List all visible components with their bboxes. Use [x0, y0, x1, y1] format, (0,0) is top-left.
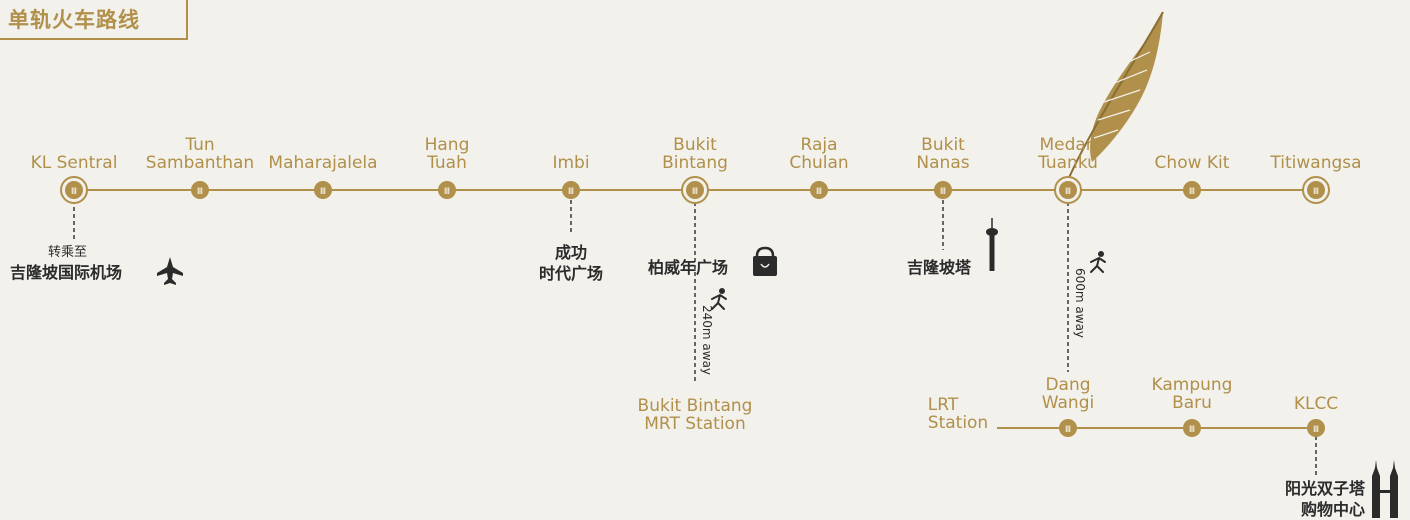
- station-label-line: Raja: [800, 135, 838, 155]
- station-label-line: Titiwangsa: [1270, 153, 1362, 173]
- station-marker-medan-tuanku[interactable]: Ⅲ: [1054, 176, 1082, 204]
- station-label-line: KLCC: [1293, 394, 1339, 414]
- station-marker-imbi[interactable]: Ⅲ: [562, 181, 580, 199]
- distance-label-bukit-bintang: 240m away: [700, 305, 714, 376]
- feather-icon: [1067, 11, 1164, 181]
- title-box: 单轨火车路线: [0, 0, 188, 40]
- station-label-bukit-nanas: Bukit Nanas: [916, 136, 969, 172]
- lrt-label-line: Station: [927, 413, 989, 433]
- station-label-kl-sentral: KL Sentral: [31, 154, 118, 172]
- walking-icon-medan-tuanku: [1090, 251, 1106, 273]
- station-label-medan-tuanku: Medan Tuanku: [1038, 136, 1098, 172]
- svg-text:Ⅲ: Ⅲ: [1065, 187, 1071, 197]
- svg-text:Ⅲ: Ⅲ: [320, 187, 326, 197]
- station-label-line: Imbi: [552, 153, 590, 173]
- lrt-label-line: LRT: [927, 395, 959, 415]
- times-square-line: 时代广场: [538, 264, 603, 283]
- station-label-line: Sambanthan: [145, 153, 255, 173]
- bukit-bintang-mrt-label: Bukit Bintang MRT Station: [638, 397, 753, 433]
- station-label-line: Bintang: [662, 153, 728, 173]
- station-label-hang-tuah: Hang Tuah: [425, 136, 470, 172]
- station-label-line: Bukit: [921, 135, 965, 155]
- station-label-tun-sambanthan: Tun Sambanthan: [146, 136, 254, 172]
- svg-text:Ⅲ: Ⅲ: [1189, 187, 1195, 197]
- station-label-maharajalela: Maharajalela: [268, 154, 377, 172]
- klcc-mall-line: 购物中心: [1300, 500, 1365, 519]
- station-label-line: Baru: [1172, 393, 1212, 413]
- airport-name: 吉隆坡国际机场: [10, 263, 123, 282]
- airplane-icon: [157, 257, 183, 285]
- svg-text:Ⅲ: Ⅲ: [1313, 425, 1319, 435]
- station-label-line: Dang: [1045, 375, 1091, 395]
- station-marker-hang-tuah[interactable]: Ⅲ: [438, 181, 456, 199]
- shopping-bag-icon: [753, 246, 777, 276]
- station-label-line: Tuah: [427, 153, 467, 173]
- times-square-line: 成功: [554, 243, 587, 262]
- station-marker-kl-sentral[interactable]: Ⅲ: [60, 176, 88, 204]
- klcc-mall-label: 阳光双子塔 购物中心: [1285, 478, 1365, 520]
- station-marker-raja-chulan[interactable]: Ⅲ: [810, 181, 828, 199]
- klcc-mall-line: 阳光双子塔: [1285, 479, 1366, 498]
- station-marker-tun-sambanthan[interactable]: Ⅲ: [191, 181, 209, 199]
- station-label-kampung-baru: Kampung Baru: [1152, 376, 1233, 412]
- tower-icon: [986, 218, 998, 271]
- station-label-line: Nanas: [916, 153, 970, 173]
- kl-tower-label: 吉隆坡塔: [907, 258, 972, 277]
- station-marker-bukit-nanas[interactable]: Ⅲ: [934, 181, 952, 199]
- station-label-dang-wangi: Dang Wangi: [1042, 376, 1094, 412]
- svg-text:Ⅲ: Ⅲ: [1313, 187, 1319, 197]
- airport-prefix: 转乘至: [48, 245, 88, 260]
- station-label-raja-chulan: Raja Chulan: [789, 136, 848, 172]
- distance-label-medan-tuanku: 600m away: [1073, 268, 1087, 339]
- twin-towers-icon: [1372, 460, 1398, 518]
- station-label-line: Tun: [185, 135, 215, 155]
- svg-text:Ⅲ: Ⅲ: [444, 187, 450, 197]
- station-marker-bukit-bintang[interactable]: Ⅲ: [681, 176, 709, 204]
- station-marker-kampung-baru[interactable]: Ⅲ: [1183, 419, 1201, 437]
- station-marker-maharajalela[interactable]: Ⅲ: [314, 181, 332, 199]
- svg-text:Ⅲ: Ⅲ: [692, 187, 698, 197]
- station-marker-chow-kit[interactable]: Ⅲ: [1183, 181, 1201, 199]
- station-label-line: Bukit: [673, 135, 717, 155]
- station-label-line: Hang: [424, 135, 470, 155]
- station-label-line: Chulan: [789, 153, 849, 173]
- station-label-line: Medan: [1039, 135, 1097, 155]
- svg-text:Ⅲ: Ⅲ: [71, 187, 77, 197]
- svg-text:Ⅲ: Ⅲ: [816, 187, 822, 197]
- svg-text:Ⅲ: Ⅲ: [197, 187, 203, 197]
- station-label-line: Kampung: [1151, 375, 1233, 395]
- page-title: 单轨火车路线: [8, 8, 140, 32]
- station-marker-titiwangsa[interactable]: Ⅲ: [1302, 176, 1330, 204]
- mrt-label-line: Bukit Bintang: [637, 396, 753, 416]
- station-label-line: Maharajalela: [268, 153, 378, 173]
- station-label-titiwangsa: Titiwangsa: [1270, 154, 1361, 172]
- station-label-line: KL Sentral: [30, 153, 118, 173]
- station-label-imbi: Imbi: [552, 154, 589, 172]
- station-label-klcc: KLCC: [1294, 395, 1338, 413]
- svg-text:Ⅲ: Ⅲ: [568, 187, 574, 197]
- station-label-line: Tuanku: [1038, 153, 1098, 173]
- station-label-chow-kit: Chow Kit: [1155, 154, 1230, 172]
- lrt-station-label: LRT Station: [928, 396, 988, 432]
- station-marker-klcc[interactable]: Ⅲ: [1307, 419, 1325, 437]
- pavilion-label: 柏威年广场: [648, 258, 729, 277]
- svg-text:Ⅲ: Ⅲ: [1065, 425, 1071, 435]
- station-label-bukit-bintang: Bukit Bintang: [662, 136, 728, 172]
- station-label-line: Chow Kit: [1154, 153, 1230, 173]
- times-square-label: 成功 时代广场: [534, 242, 608, 284]
- walking-icon-bukit-bintang: [711, 288, 727, 310]
- svg-text:Ⅲ: Ⅲ: [940, 187, 946, 197]
- station-marker-dang-wangi[interactable]: Ⅲ: [1059, 419, 1077, 437]
- svg-text:Ⅲ: Ⅲ: [1189, 425, 1195, 435]
- station-label-line: Wangi: [1041, 393, 1095, 413]
- mrt-label-line: MRT Station: [644, 414, 746, 434]
